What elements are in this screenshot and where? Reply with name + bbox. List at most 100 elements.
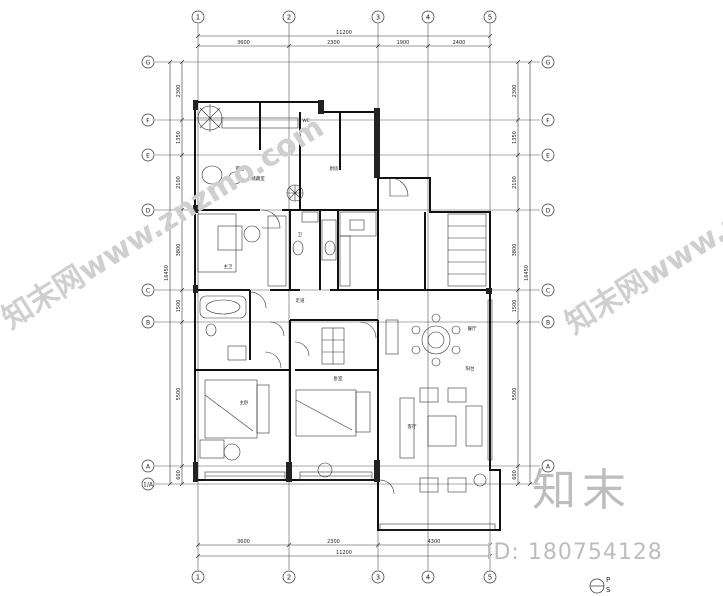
axis-label: 5 bbox=[488, 14, 492, 22]
dim-bottom-tick bbox=[375, 542, 381, 548]
axis-label: E bbox=[146, 153, 150, 160]
dim-left-tick bbox=[179, 117, 185, 123]
dim-top-tick bbox=[286, 43, 292, 49]
axis-bubble-right bbox=[541, 55, 555, 69]
dim-right-tick bbox=[515, 152, 521, 158]
doors bbox=[249, 177, 409, 495]
room-label: 储藏室 bbox=[251, 175, 265, 182]
axis-bubble-left bbox=[141, 113, 155, 127]
axis-bubble-bottom bbox=[483, 570, 497, 584]
dim-right-tick bbox=[515, 117, 521, 123]
dim-bottom-tick bbox=[195, 542, 201, 548]
dim-left-total-tick bbox=[167, 481, 173, 487]
room-label: 主卧 bbox=[240, 399, 249, 406]
axis-bubble-left bbox=[141, 148, 155, 162]
axis-label: E bbox=[546, 153, 550, 160]
dim-right-tick bbox=[515, 463, 521, 469]
room-label: 客厅 bbox=[408, 423, 417, 430]
dim-left-total-tick bbox=[167, 59, 173, 65]
axis-bubble-right bbox=[541, 283, 555, 297]
axis-label: 4 bbox=[426, 574, 431, 582]
axis-label: 2 bbox=[287, 574, 291, 582]
dimension-lines bbox=[167, 33, 533, 559]
dim-left-text: 3800 bbox=[176, 244, 182, 257]
drawing-id: ID: 180754128 bbox=[486, 540, 663, 565]
dim-top-overall-tick bbox=[487, 33, 493, 39]
axis-bubble-left bbox=[141, 203, 155, 217]
dim-right-text: 5500 bbox=[512, 388, 518, 401]
dim-top-text: 2300 bbox=[327, 40, 340, 46]
axis-bubble-left bbox=[141, 315, 155, 329]
dim-top-tick bbox=[195, 43, 201, 49]
dim-bottom-overall-tick bbox=[487, 553, 493, 559]
axis-label: G bbox=[546, 60, 551, 67]
dim-left-tick bbox=[179, 481, 185, 487]
dim-right-tick bbox=[515, 481, 521, 487]
dim-right-text: 600 bbox=[512, 470, 518, 480]
axis-bubble-bottom bbox=[371, 570, 385, 584]
dim-right-tick bbox=[515, 59, 521, 65]
axis-bubble-right bbox=[541, 203, 555, 217]
dim-top-overall-text: 11200 bbox=[336, 30, 352, 36]
room-label: 阳台 bbox=[466, 365, 475, 372]
dim-right-total-text: 16450 bbox=[524, 265, 530, 281]
axis-grid-lines bbox=[155, 24, 540, 570]
axis-label: 3 bbox=[376, 14, 380, 22]
dim-right-tick bbox=[515, 319, 521, 325]
axis-bubble-right bbox=[541, 459, 555, 473]
room-label: WC bbox=[302, 118, 310, 124]
axis-label: A bbox=[146, 464, 151, 471]
room-label: 厨房 bbox=[330, 165, 339, 172]
dim-top-tick bbox=[487, 43, 493, 49]
axis-label: 2 bbox=[287, 14, 291, 22]
dim-right-tick bbox=[515, 287, 521, 293]
axis-label: F bbox=[546, 118, 550, 125]
dim-left-text: 1500 bbox=[176, 300, 182, 313]
axis-bubble-top bbox=[282, 10, 296, 24]
dim-right-total-tick bbox=[527, 481, 533, 487]
axis-label: 1 bbox=[196, 574, 200, 582]
dim-left-tick bbox=[179, 207, 185, 213]
dim-right-text: 1500 bbox=[512, 300, 518, 313]
axis-bubble-top bbox=[191, 10, 205, 24]
dim-bottom-tick bbox=[286, 542, 292, 548]
axis-label: 1 bbox=[196, 14, 200, 22]
axis-bubble-right bbox=[541, 148, 555, 162]
dim-bottom-text: 3600 bbox=[237, 539, 250, 545]
axis-bubble-right bbox=[541, 113, 555, 127]
furniture bbox=[196, 104, 487, 493]
wall-fill bbox=[193, 100, 492, 482]
dim-left-text: 2300 bbox=[176, 85, 182, 98]
axis-label: F bbox=[146, 118, 150, 125]
dim-left-text: 600 bbox=[176, 470, 182, 480]
dim-right-tick bbox=[515, 207, 521, 213]
dim-left-tick bbox=[179, 59, 185, 65]
dim-top-tick bbox=[375, 43, 381, 49]
axis-label: 1/A bbox=[143, 482, 154, 489]
axis-bubble-top bbox=[371, 10, 385, 24]
dim-top-tick bbox=[425, 43, 431, 49]
axis-label: D bbox=[146, 208, 151, 215]
dim-left-text: 5500 bbox=[176, 388, 182, 401]
room-label: 主卫 bbox=[224, 263, 233, 270]
dim-right-text: 3800 bbox=[512, 244, 518, 257]
axis-bubble-bottom bbox=[282, 570, 296, 584]
legend-mark: P S bbox=[589, 576, 611, 594]
axis-label: B bbox=[146, 320, 150, 327]
room-label: 餐厅 bbox=[468, 325, 477, 332]
dim-top-text: 1900 bbox=[397, 40, 410, 46]
dim-left-tick bbox=[179, 319, 185, 325]
dim-left-tick bbox=[179, 463, 185, 469]
room-label: 走道 bbox=[296, 297, 305, 304]
axis-bubble-right bbox=[541, 315, 555, 329]
dim-right-text: 2300 bbox=[512, 85, 518, 98]
dim-left-total-text: 16450 bbox=[164, 265, 170, 281]
dim-bottom-overall-tick bbox=[195, 553, 201, 559]
legend-mark-bottom: S bbox=[606, 586, 611, 594]
axis-label: B bbox=[546, 320, 550, 327]
room-label: 卧室 bbox=[334, 375, 343, 382]
